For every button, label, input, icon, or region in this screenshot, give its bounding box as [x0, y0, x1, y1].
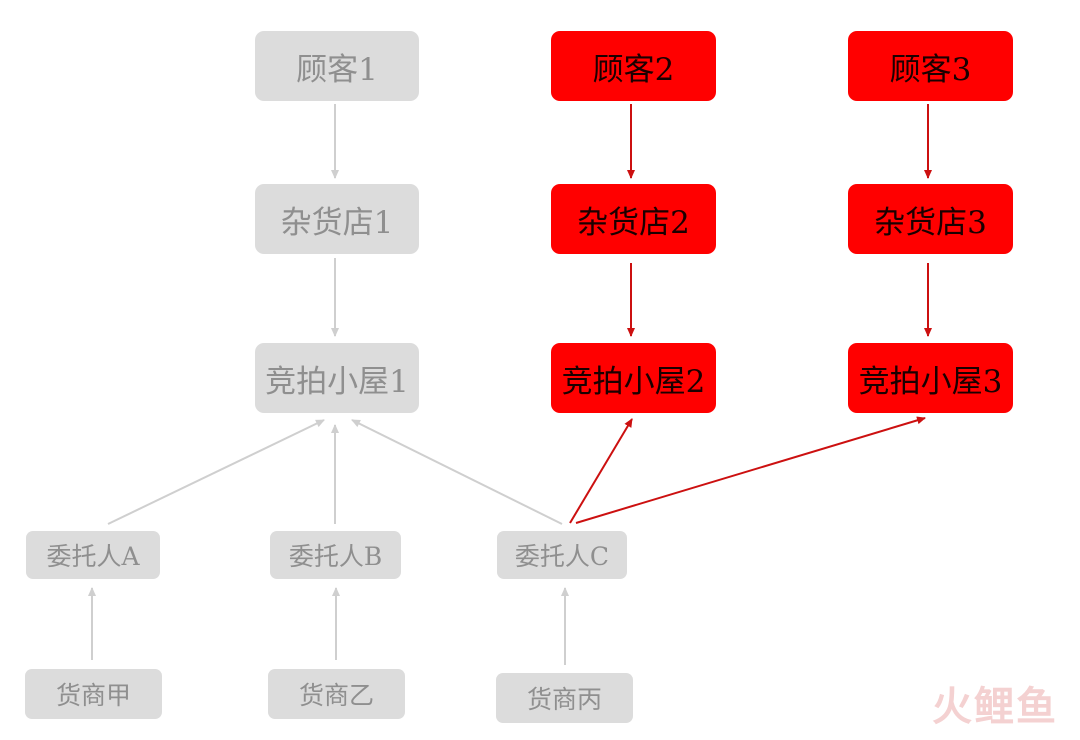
store-3-node: 杂货店3 — [848, 184, 1013, 254]
customer-2-node: 顾客2 — [551, 31, 716, 101]
auction-2-node: 竞拍小屋2 — [551, 343, 716, 413]
arrow-consignorC-to-auction2 — [569, 418, 633, 524]
merchant-jia-node: 货商甲 — [25, 669, 162, 719]
auction-3-node: 竞拍小屋3 — [848, 343, 1013, 413]
customer-1-node: 顾客1 — [255, 31, 419, 101]
arrow-consignorC-to-auction1 — [351, 419, 563, 525]
consignor-b-node: 委托人B — [270, 531, 401, 579]
merchant-yi-node: 货商乙 — [268, 669, 405, 719]
arrow-consignorA-to-auction1 — [107, 419, 325, 525]
arrow-consignorC-to-auction3 — [575, 416, 926, 524]
consignor-a-node: 委托人A — [26, 531, 160, 579]
auction-1-node: 竞拍小屋1 — [255, 343, 419, 413]
watermark-logo: 火鲤鱼 — [932, 684, 1058, 730]
store-1-node: 杂货店1 — [255, 184, 419, 254]
customer-3-node: 顾客3 — [848, 31, 1013, 101]
consignor-c-node: 委托人C — [497, 531, 627, 579]
merchant-bing-node: 货商丙 — [496, 673, 633, 723]
store-2-node: 杂货店2 — [551, 184, 716, 254]
